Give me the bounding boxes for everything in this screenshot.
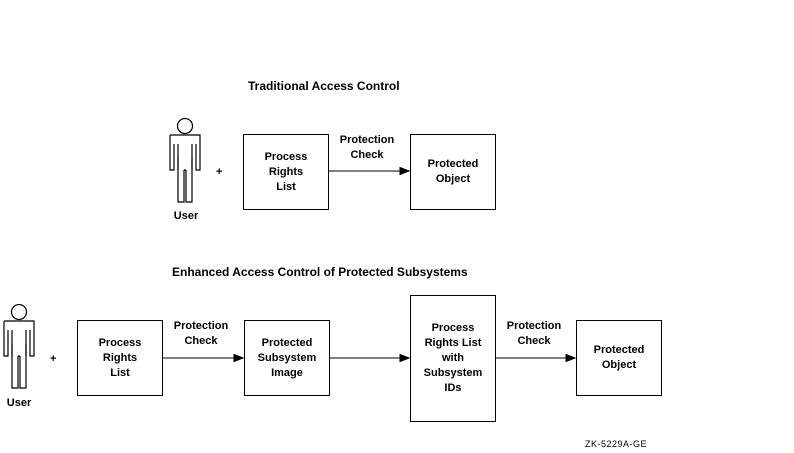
enhanced-title: Enhanced Access Control of Protected Sub… [172, 265, 468, 279]
arrow-head-icon [565, 353, 577, 363]
user-label: User [173, 210, 199, 222]
user-label: User [6, 397, 32, 409]
plus-sign: + [50, 353, 57, 365]
arrow-head-icon [399, 353, 411, 363]
plus-sign: + [216, 166, 223, 178]
traditional-title: Traditional Access Control [248, 79, 400, 93]
protection-check-label: Protection Check [339, 134, 395, 161]
arrow-head-icon [399, 166, 411, 176]
process-rights-list-box: Process Rights List [243, 134, 329, 210]
protected-object-box: Protected Object [576, 320, 662, 396]
protected-object-box: Protected Object [410, 134, 496, 210]
protection-check-label: Protection Check [506, 320, 562, 347]
process-rights-list-box: Process Rights List [77, 320, 163, 396]
figure-reference: ZK-5229A-GE [585, 439, 648, 449]
protection-check-label: Protection Check [173, 320, 229, 347]
arrow-head-icon [233, 353, 245, 363]
protected-subsystem-image-box: Protected Subsystem Image [244, 320, 330, 396]
user-figure-icon [3, 304, 35, 389]
user-figure-icon [169, 118, 201, 203]
rights-list-with-subsystem-ids-box: Process Rights List with Subsystem IDs [410, 295, 496, 422]
